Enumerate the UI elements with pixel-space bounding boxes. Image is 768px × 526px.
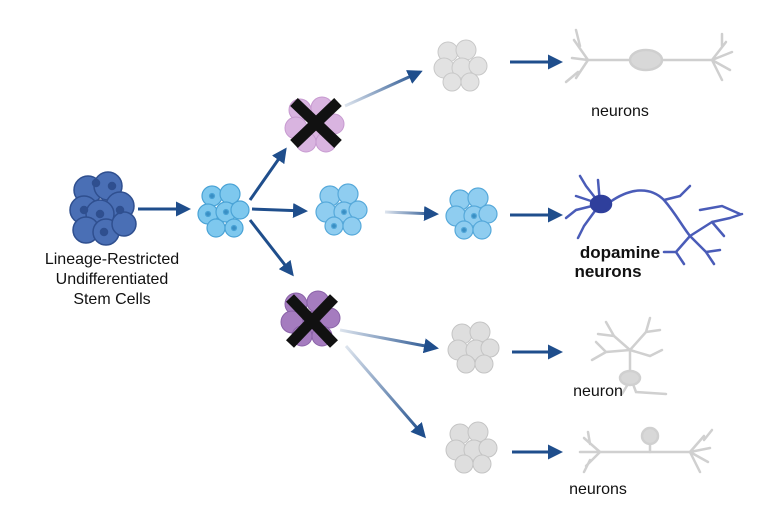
faded-neuron-lower [590,316,668,396]
faded-cluster-bottom [445,421,498,474]
progenitor-cluster-middle [315,183,368,236]
stem-label-line-2: Undifferentiated [56,271,169,288]
output-label-middle-1: dopamine [580,243,660,262]
faded-neuron-bottom [578,426,714,474]
cross-icon [286,294,338,348]
output-label-middle-2: neurons [574,262,641,281]
output-label-bottom: neurons [569,481,627,498]
arrow-icon [384,206,439,222]
output-label-top: neurons [591,103,649,120]
stem-label-line-1: Lineage-Restricted [45,251,179,268]
arrow-icon [248,219,294,277]
dopamine-neuron [564,174,744,266]
cross-icon [290,98,342,148]
arrow-icon [251,203,308,219]
faded-neuron-top [564,28,734,84]
progenitor-cluster [197,183,250,238]
arrow-icon [339,328,439,354]
faded-cluster-lower [447,321,500,374]
faded-cluster-top [433,39,488,92]
arrow-icon [344,345,426,439]
progenitor-cluster-right [445,187,498,240]
arrow-icon [344,70,423,108]
stem-label-line-3: Stem Cells [73,291,150,308]
arrow-icon [248,147,287,201]
stem-cell-cluster [69,171,137,246]
output-label-lower: neuron [573,383,623,400]
